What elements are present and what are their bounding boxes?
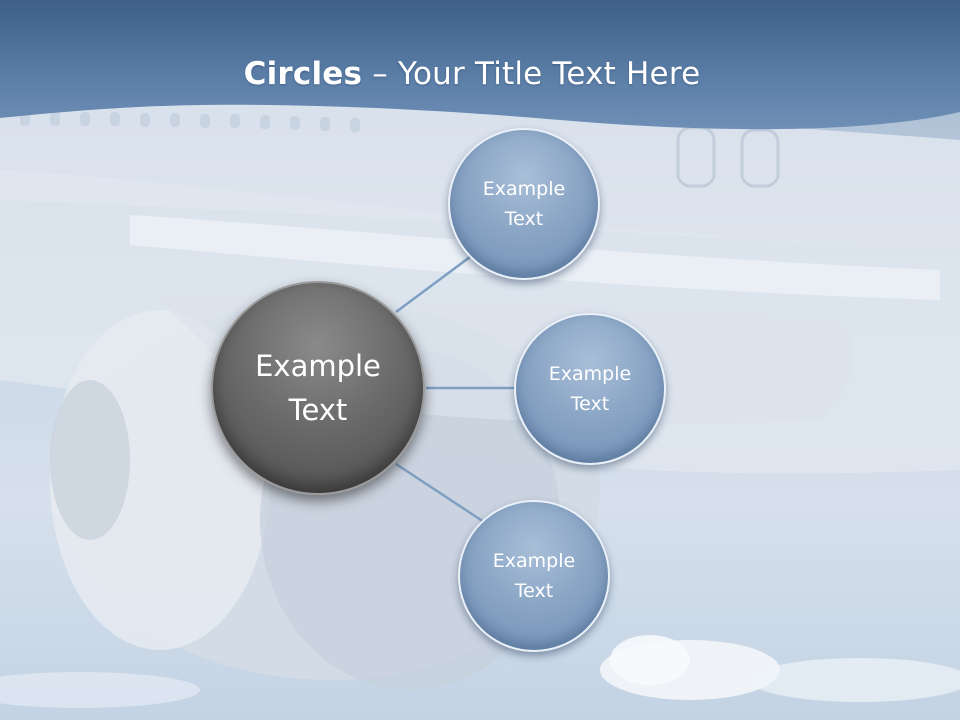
title-rest-part: – Your Title Text Here xyxy=(362,56,701,92)
connector-bottom xyxy=(395,462,485,524)
node-circle-bottom[interactable]: Example Text xyxy=(458,500,610,652)
title-bold-part: Circles xyxy=(243,56,363,92)
node-middle-line1: Example xyxy=(548,363,632,385)
center-circle-line1: Example xyxy=(255,349,381,383)
node-circle-top[interactable]: Example Text xyxy=(448,128,600,280)
node-top-line2: Text xyxy=(504,208,544,230)
connector-top xyxy=(395,252,475,314)
header-band xyxy=(0,0,960,130)
center-circle-line2: Text xyxy=(288,393,348,427)
slide-title[interactable]: Circles – Your Title Text Here xyxy=(0,56,944,92)
node-middle-line2: Text xyxy=(570,393,610,415)
node-bottom-line1: Example xyxy=(492,550,576,572)
node-circle-middle[interactable]: Example Text xyxy=(514,313,666,465)
node-top-line1: Example xyxy=(482,178,566,200)
node-bottom-line2: Text xyxy=(514,580,554,602)
center-circle[interactable]: Example Text xyxy=(211,281,425,495)
